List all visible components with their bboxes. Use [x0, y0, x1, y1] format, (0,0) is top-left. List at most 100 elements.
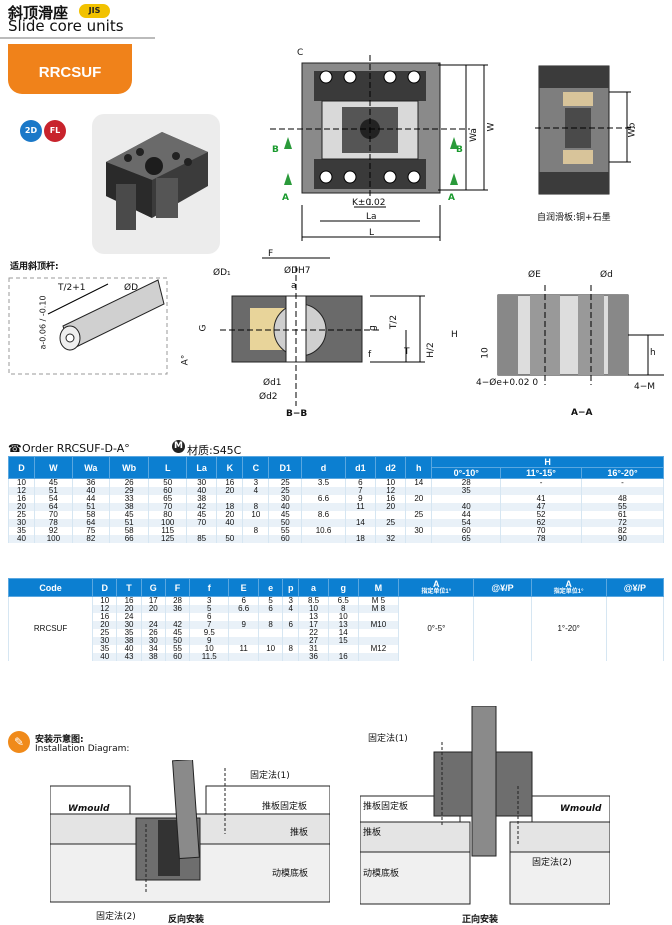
t2-header-code: Code: [7, 578, 94, 597]
dimension-table: D W Wa Wb L La K C D1 d d1 d2 h H 0°-10°…: [7, 456, 665, 543]
plate-ejector-retainer-reverse: 推板固定板: [262, 802, 308, 812]
t2-header-f: F: [164, 578, 191, 597]
t1-cell: 45: [108, 511, 150, 519]
bb-dim-dh7: ØDH7: [284, 266, 311, 276]
t2-cell: M 8: [357, 605, 400, 613]
aa-dim-e-holes: 4−Øe+0.02 0: [476, 378, 539, 388]
t1-cell: [405, 487, 433, 495]
t2-cell: [258, 653, 284, 661]
plate-ejector-retainer-forward: 推板固定板: [363, 802, 409, 812]
section-b-right: B: [456, 145, 463, 155]
t1-cell: 40: [268, 503, 303, 511]
t1-cell: 55: [268, 527, 303, 535]
t2-cell: 60: [164, 653, 191, 661]
t1-cell: 20: [405, 495, 433, 503]
bb-dim-t-half: T/2: [389, 314, 400, 330]
plate-clamp-reverse: 动模底板: [272, 869, 309, 879]
t2-header-f-small: f: [189, 578, 230, 597]
t2-header-d: D: [92, 578, 118, 597]
badge-fl-icon[interactable]: FL: [44, 120, 66, 142]
t2-cell: 8: [327, 605, 359, 613]
product-code-tab: RRCSUF: [8, 44, 132, 94]
t1-cell: 6.6: [301, 495, 346, 503]
t2-cell: 28: [164, 596, 191, 605]
t2-cell: 36: [164, 605, 191, 613]
t2-cell: 6: [282, 621, 300, 629]
t2-cell: [357, 629, 400, 637]
t2-cell: 8: [282, 645, 300, 653]
t1-header-wb: Wb: [108, 456, 150, 479]
bb-dim-d1-large: ØD₁: [213, 268, 231, 278]
material-spec: 材质:S45C: [187, 444, 242, 457]
t1-cell: 125: [148, 535, 188, 543]
t1-cell: 44: [431, 511, 502, 519]
t2-cell: [327, 645, 359, 653]
t2-cell: [164, 613, 191, 621]
t2-header-a: a: [298, 578, 329, 597]
t1-header-d: D: [7, 456, 36, 479]
t2-cell: [258, 629, 284, 637]
t2-cell: 45: [164, 629, 191, 637]
t1-sub-h2: 11°-15°: [500, 467, 582, 479]
t1-cell: [405, 535, 433, 543]
t2-cell: 10: [258, 645, 284, 653]
t2-cell: [357, 653, 400, 661]
t2-cell: 10: [327, 613, 359, 621]
t2-cell: [140, 613, 166, 621]
t1-cell: 55: [580, 503, 665, 511]
dim-w: W: [486, 122, 497, 132]
plate-clamp-forward: 动模底板: [363, 869, 400, 879]
t2-header-price2: @¥/P: [605, 578, 665, 597]
forward-install-drawing: [360, 706, 610, 905]
t1-cell: [375, 511, 407, 519]
t2-header-e-small: e: [258, 578, 284, 597]
t1-cell: 18: [344, 535, 377, 543]
t2-cell: 17: [140, 596, 166, 605]
t2-cell: 24: [116, 613, 142, 621]
product-photo: [92, 114, 220, 254]
t1-cell: 8.6: [301, 511, 346, 519]
t1-cell: 30: [7, 519, 36, 527]
t1-cell: 48: [580, 495, 665, 503]
t1-cell: 58: [108, 527, 150, 535]
t2-cell: 5: [258, 596, 284, 605]
t1-cell: 54: [431, 519, 502, 527]
t1-cell: 11: [344, 503, 377, 511]
t1-cell: 25: [405, 511, 433, 519]
t1-header-k: K: [216, 456, 244, 479]
section-b-left: B: [272, 145, 279, 155]
aa-section-drawing: [497, 285, 664, 385]
t2-angle2-cell: 1°-20°: [530, 596, 607, 661]
dim-la: La: [366, 212, 377, 222]
t2-cell: 4: [282, 605, 300, 613]
t2-cell: 55: [164, 645, 191, 653]
t2-cell: 42: [164, 621, 191, 629]
t2-cell: 11.5: [189, 653, 230, 661]
t1-header-d1-large: D1: [268, 456, 303, 479]
phone-icon: ☎: [8, 442, 22, 455]
badge-2d-icon[interactable]: 2D: [20, 120, 42, 142]
t1-cell: [186, 527, 218, 535]
t1-cell: 12: [375, 487, 407, 495]
t1-header-d: d: [301, 456, 346, 479]
dim-c: C: [297, 48, 304, 58]
t1-header-h: h: [405, 456, 433, 479]
t1-cell: 50: [268, 519, 303, 527]
t1-cell: [580, 487, 665, 495]
t2-cell: 38: [116, 637, 142, 645]
t2-cell: [282, 629, 300, 637]
aa-dim-m: 4−M: [634, 382, 656, 392]
rod-drawing: [8, 277, 168, 375]
t1-cell: 26: [108, 478, 150, 487]
t1-cell: -: [500, 478, 582, 487]
t1-cell: 32: [375, 535, 407, 543]
t1-cell: [242, 495, 270, 503]
bb-dim-angle: A°: [180, 354, 191, 366]
t1-cell: 3: [242, 478, 270, 487]
